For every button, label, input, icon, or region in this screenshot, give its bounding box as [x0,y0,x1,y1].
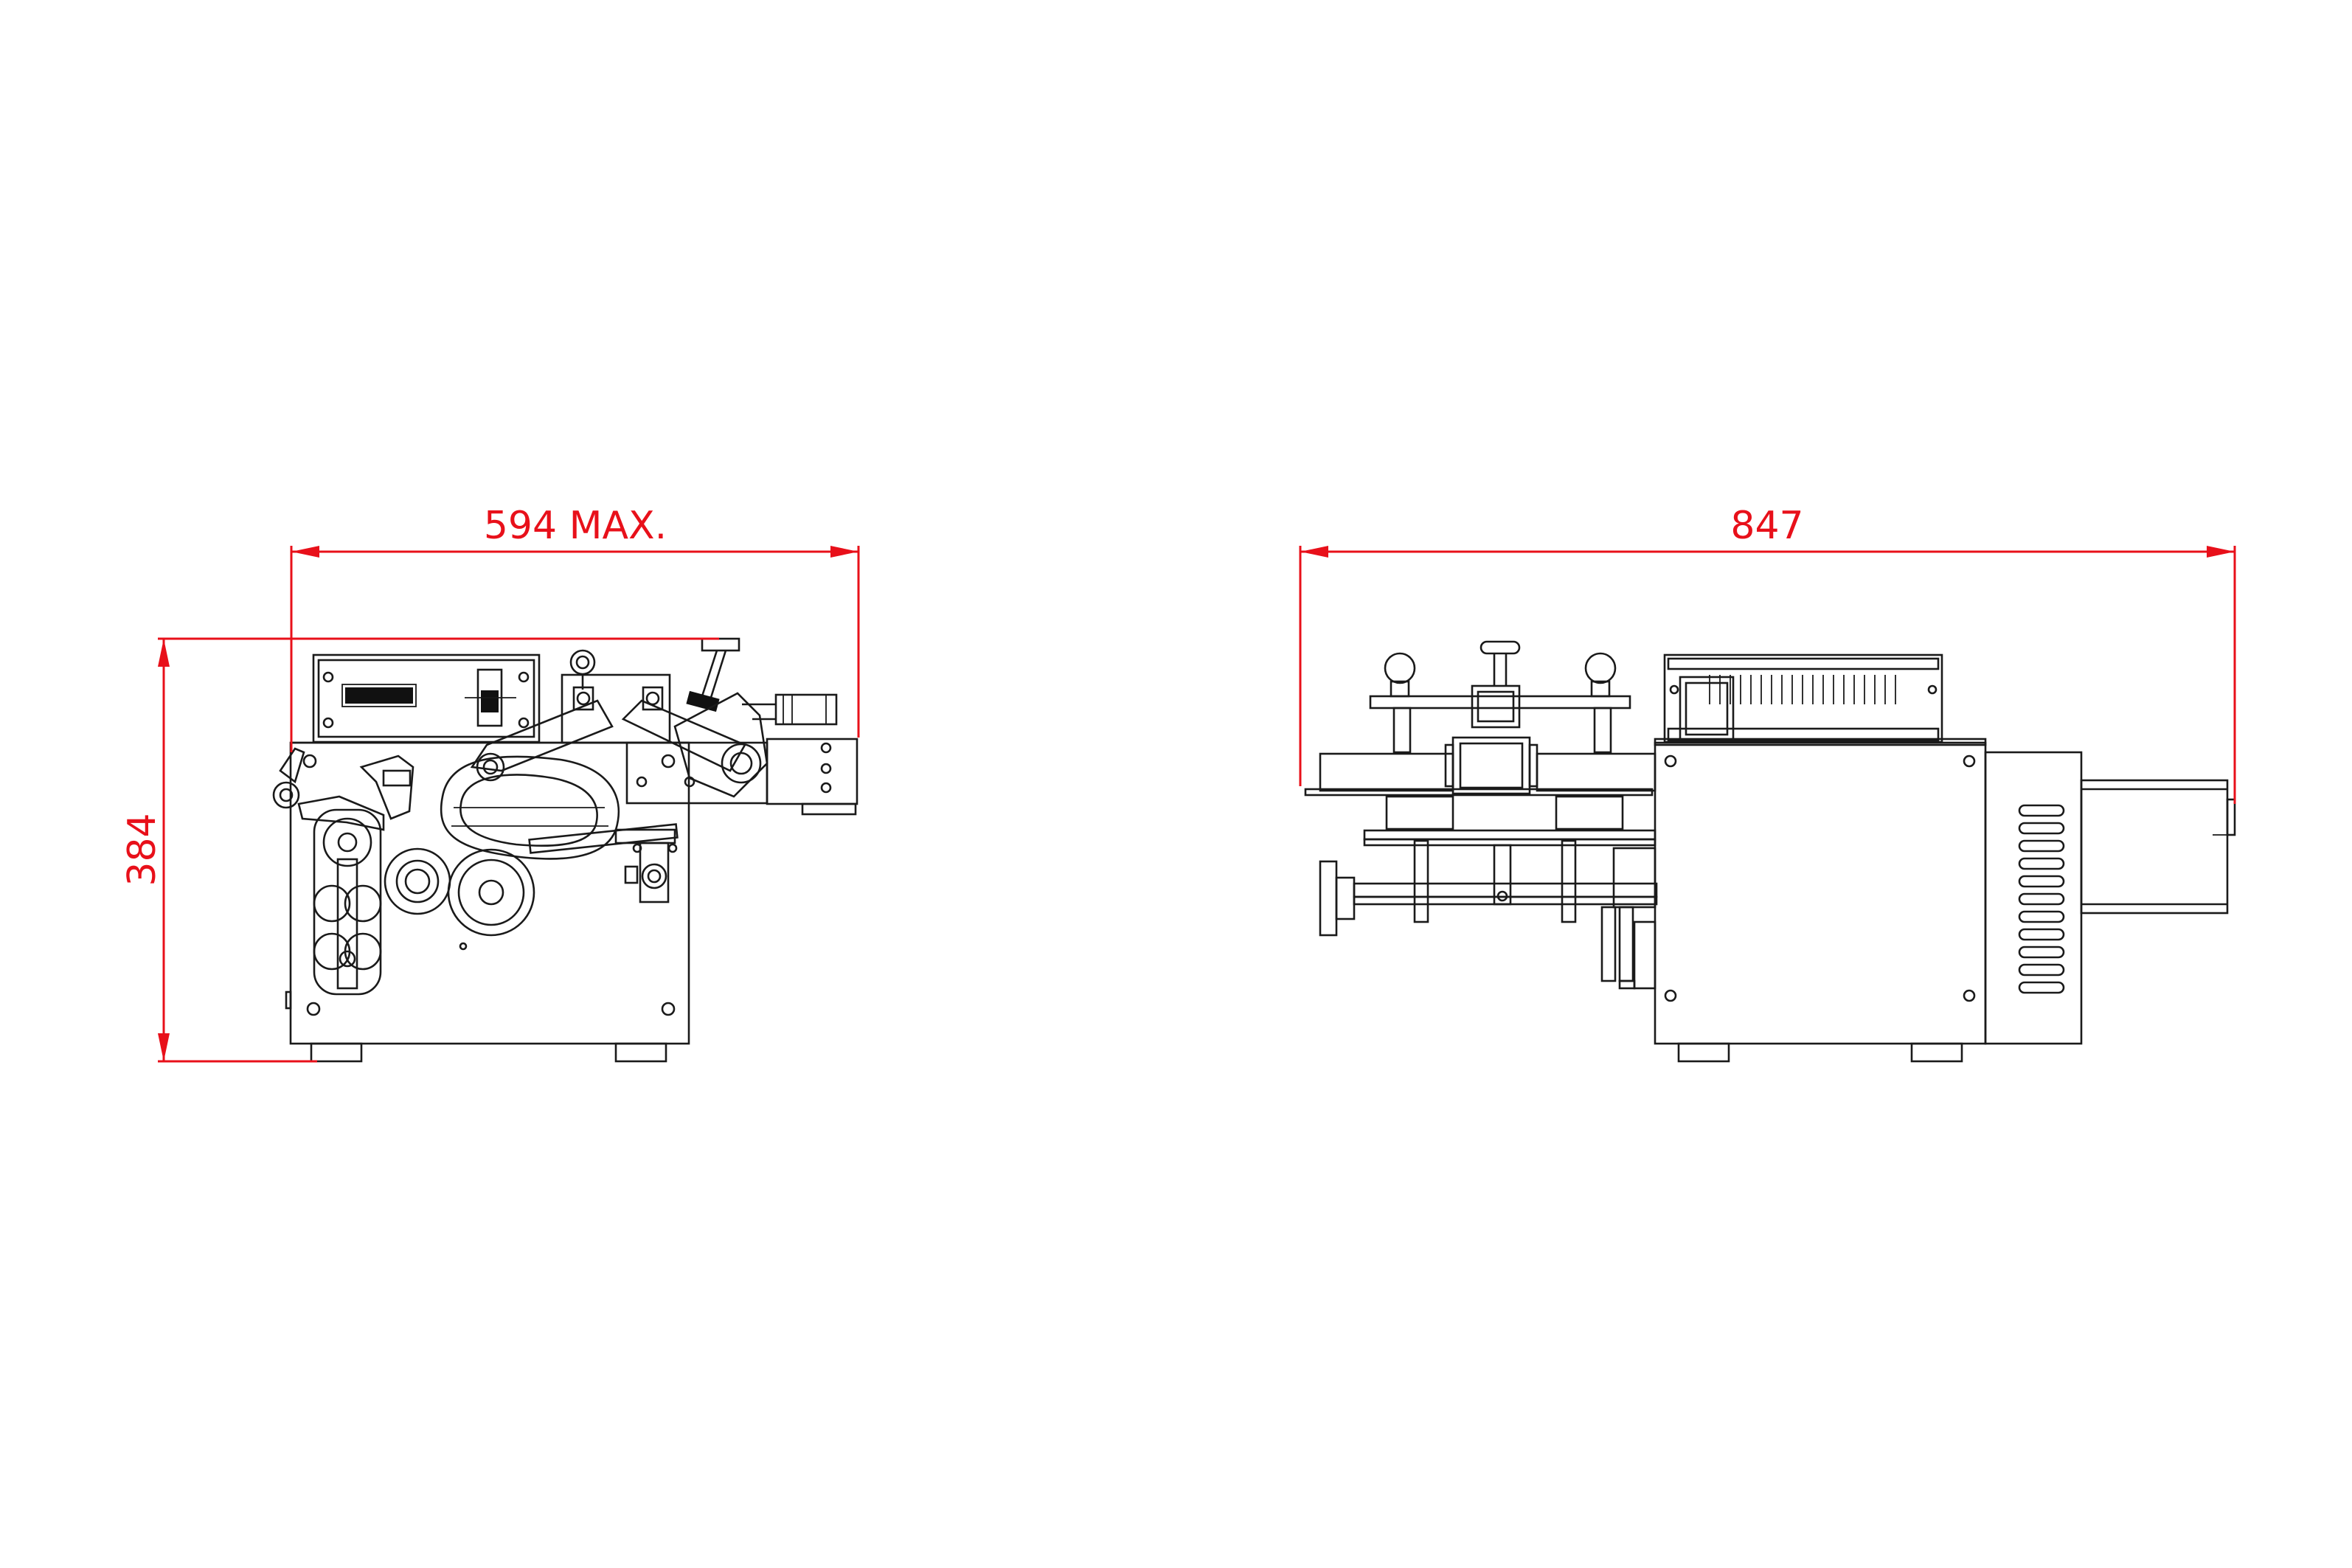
vent-slots [2018,804,2065,994]
front-height-label: 384 [120,813,164,886]
side-view [1304,640,2236,1063]
dimension-front-height: 384 [120,637,719,1063]
top-vent-lines [1709,675,1896,704]
dimension-front-width: 594 MAX. [290,504,860,752]
front-width-label: 594 MAX. [484,504,667,548]
dimension-side-length: 847 [1299,504,2236,804]
front-view [272,637,858,1063]
side-length-label: 847 [1730,504,1803,548]
